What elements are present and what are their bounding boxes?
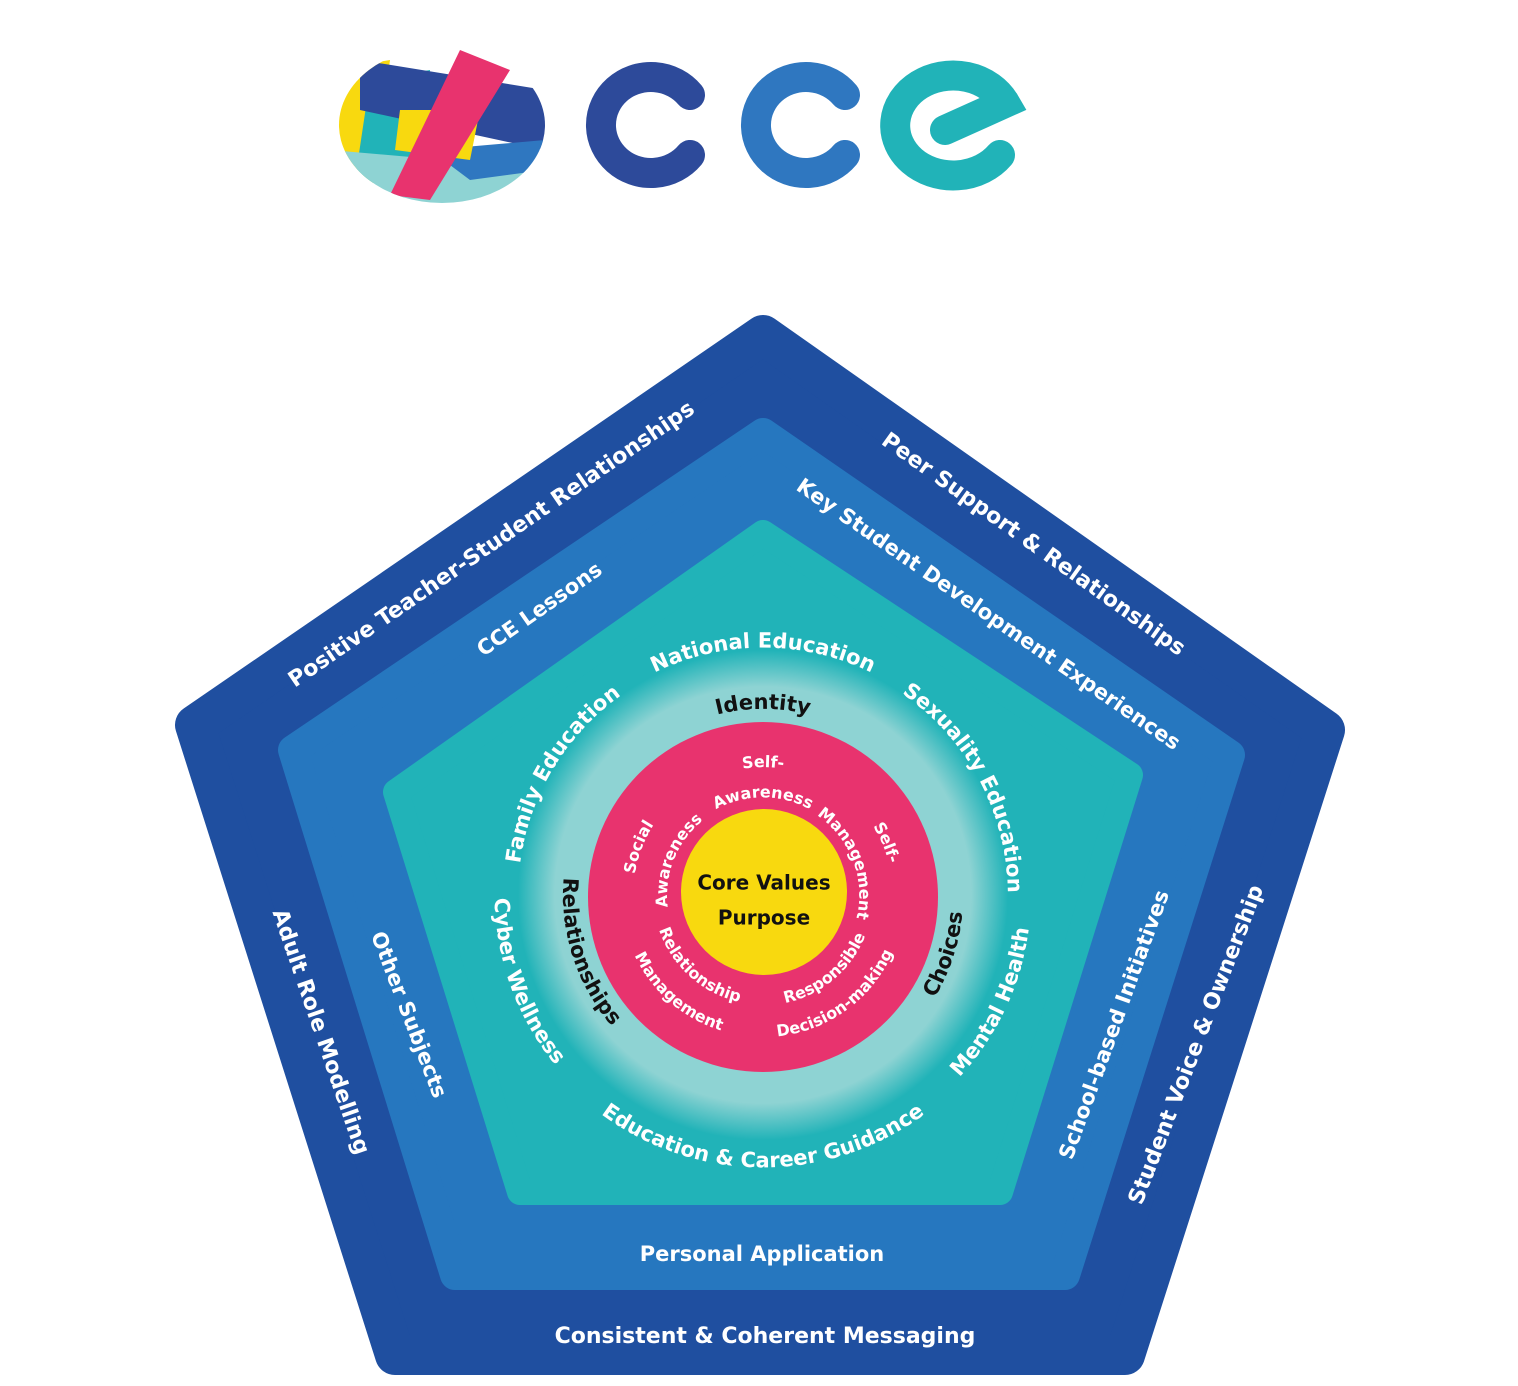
logo-letter-e: [880, 60, 1027, 191]
logo-letter-c1: [585, 62, 705, 188]
label-core-values: Core Values: [697, 871, 830, 895]
logo-letter-c2: [740, 62, 860, 188]
label-purpose: Purpose: [718, 906, 810, 930]
label-self-awareness-line1: Self-: [741, 752, 786, 773]
label-consistent-coherent-messaging: Consistent & Coherent Messaging: [555, 1324, 976, 1349]
logo-emblem: [339, 47, 545, 203]
cce-logo: [339, 47, 1027, 203]
core-circle: [681, 809, 847, 975]
label-personal-application: Personal Application: [640, 1242, 885, 1266]
